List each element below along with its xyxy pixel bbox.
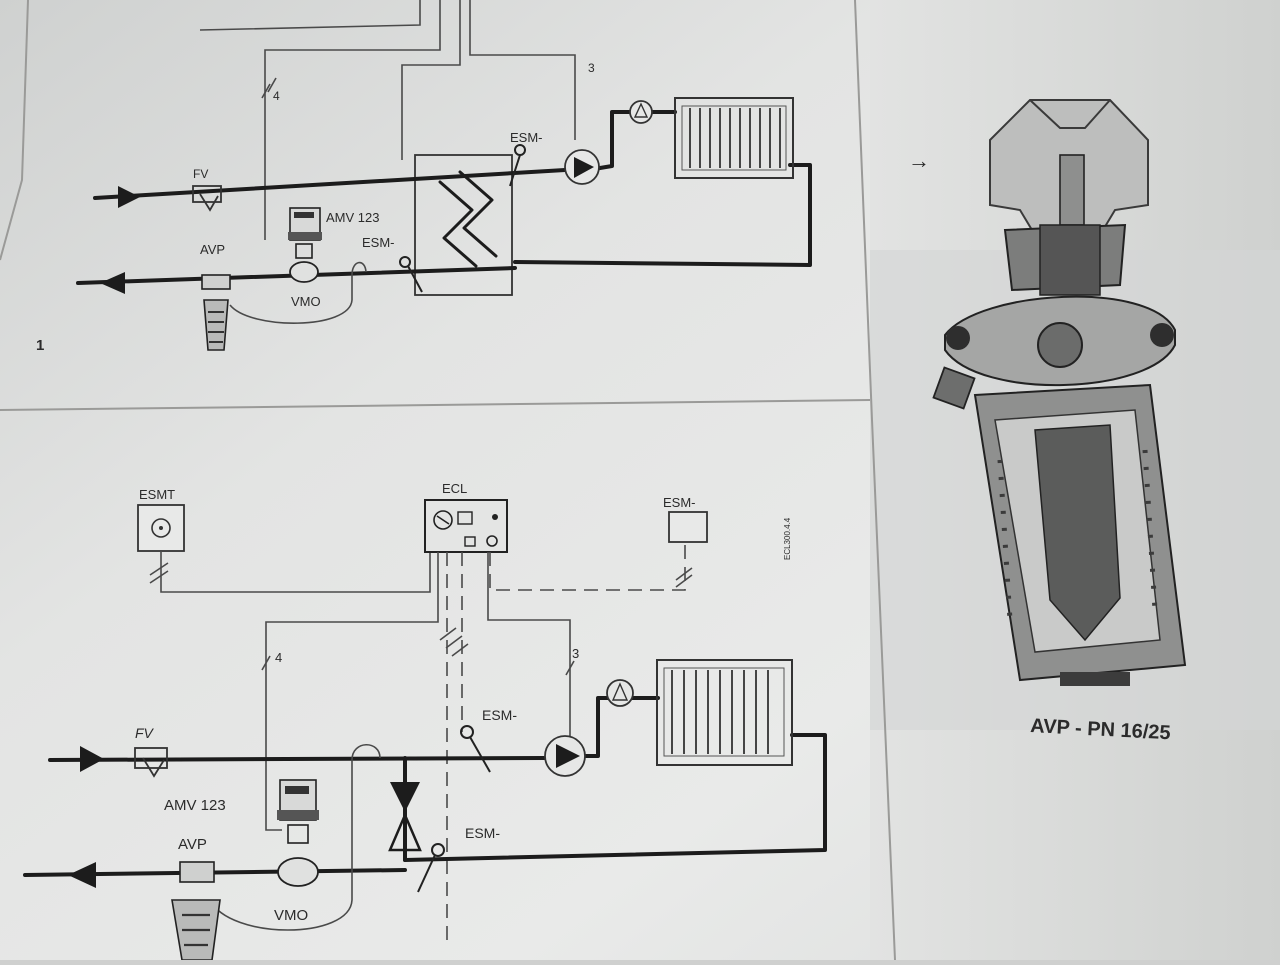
valve-bottom-cap: [1060, 672, 1130, 686]
top-wire-3: [469, 0, 576, 140]
top-wire-mid: [401, 0, 461, 160]
bottom-secondary-return: [403, 733, 827, 862]
top-label-avp: AVP: [200, 242, 225, 257]
bottom-supply-pipe: [48, 756, 547, 762]
bottom-filter-fv: [134, 747, 168, 778]
valve-core: [1039, 224, 1101, 296]
left-edge-line: [0, 0, 29, 261]
label-amv: AMV 123: [164, 797, 226, 814]
top-actuator-amv: [288, 207, 322, 241]
valve-side-fitting: [932, 366, 976, 410]
ecl-wire-3: [487, 552, 571, 742]
top-radiator: [674, 97, 794, 179]
bottom-valve-vmo: [277, 824, 319, 887]
esmt-wire-ticks: [149, 562, 169, 584]
top-avp-regulator: [201, 261, 367, 351]
top-supply-pipe: [93, 168, 567, 200]
bottom-impulse-line: [209, 744, 381, 931]
bottom-supply-arrow: [80, 746, 104, 772]
valve-right-knob: [1150, 323, 1174, 347]
label-esm-return: ESM-: [465, 825, 500, 841]
label-fv: FV: [135, 725, 155, 741]
valve-center-nut: [1037, 322, 1083, 368]
top-filter-fv: [192, 185, 222, 212]
top-wire-4: [264, 0, 441, 240]
top-return-arrow: [100, 272, 125, 294]
top-wire-ticks: [261, 77, 277, 99]
bottom-radiator: [656, 659, 793, 766]
top-sensor-return: [399, 256, 423, 293]
esm-room-sensor-box: [668, 511, 708, 543]
esm-room-dashed-wire: [489, 542, 686, 591]
valve-stem-top: [1059, 154, 1085, 226]
horizontal-divider: [0, 399, 871, 411]
esm-room-ticks: [675, 567, 693, 588]
top-pump-triangle: [574, 157, 594, 178]
avp-valve-drawing: → AVP - PN 16/25: [908, 99, 1187, 744]
heat-exchanger: [414, 154, 513, 296]
top-label-wire-4: 4: [273, 89, 280, 103]
esmt-sensor-dot: [159, 526, 163, 530]
top-sensor-supply: [509, 144, 526, 187]
heat-exchanger-zigzag-2: [458, 170, 498, 258]
top-label-wire-3: 3: [588, 61, 595, 75]
label-esm-room: ESM-: [663, 495, 696, 510]
valve-spindle: [1034, 424, 1121, 642]
label-vmo: VMO: [274, 907, 308, 924]
bottom-sensor-return: [417, 843, 445, 893]
top-valve-vmo: [289, 243, 319, 283]
esmt-sensor-dial: [151, 518, 171, 538]
heat-exchanger-zigzag: [438, 180, 478, 268]
ecl-wire-ticks: [439, 627, 469, 657]
bottom-safety-valve-mark: [611, 682, 629, 701]
top-secondary-return: [513, 163, 812, 267]
label-esmt: ESMT: [139, 487, 175, 502]
valve-arrow: →: [908, 148, 930, 173]
wire-3-tick: [565, 660, 575, 676]
ecl-wire-4: [265, 552, 439, 831]
wire-4-tick: [261, 655, 271, 671]
check-valve-down: [390, 782, 420, 812]
bottom-pump-triangle: [556, 744, 580, 768]
top-safety-valve-mark: [633, 102, 649, 118]
bottom-diagram: ESMT ECL ESM- ESM- ESM- FV AMV 123 AVP V…: [23, 481, 827, 961]
top-diagram: FV AVP AMV 123 VMO ESM- ESM- 4 3 1: [36, 0, 812, 354]
valve-left-knob: [946, 326, 970, 350]
top-label-amv: AMV 123: [326, 210, 379, 225]
bottom-sensor-supply: [460, 725, 491, 773]
label-wire-4: 4: [275, 650, 282, 665]
top-wire-frame: [199, 0, 421, 31]
vertical-fold-line: [854, 0, 896, 961]
label-ecl: ECL: [442, 481, 467, 496]
ecl-controller: [424, 499, 508, 553]
top-label-vmo: VMO: [291, 294, 321, 309]
valve-body-inner: [1029, 99, 1111, 129]
top-diagram-index: 1: [36, 337, 44, 354]
label-avp: AVP: [178, 836, 207, 853]
top-supply-arrow: [118, 186, 140, 208]
bottom-return-arrow: [68, 862, 96, 888]
top-label-esm-b: ESM-: [362, 235, 395, 250]
check-valve-up: [388, 811, 422, 852]
drawing-code: ECL300.4.4: [783, 517, 792, 560]
esmt-wire: [160, 551, 431, 593]
label-esm-supply: ESM-: [482, 707, 517, 723]
top-label-fv: FV: [193, 167, 208, 181]
top-label-esm-a: ESM-: [510, 130, 543, 145]
bottom-actuator-amv: [277, 779, 319, 821]
label-wire-3: 3: [572, 646, 579, 661]
